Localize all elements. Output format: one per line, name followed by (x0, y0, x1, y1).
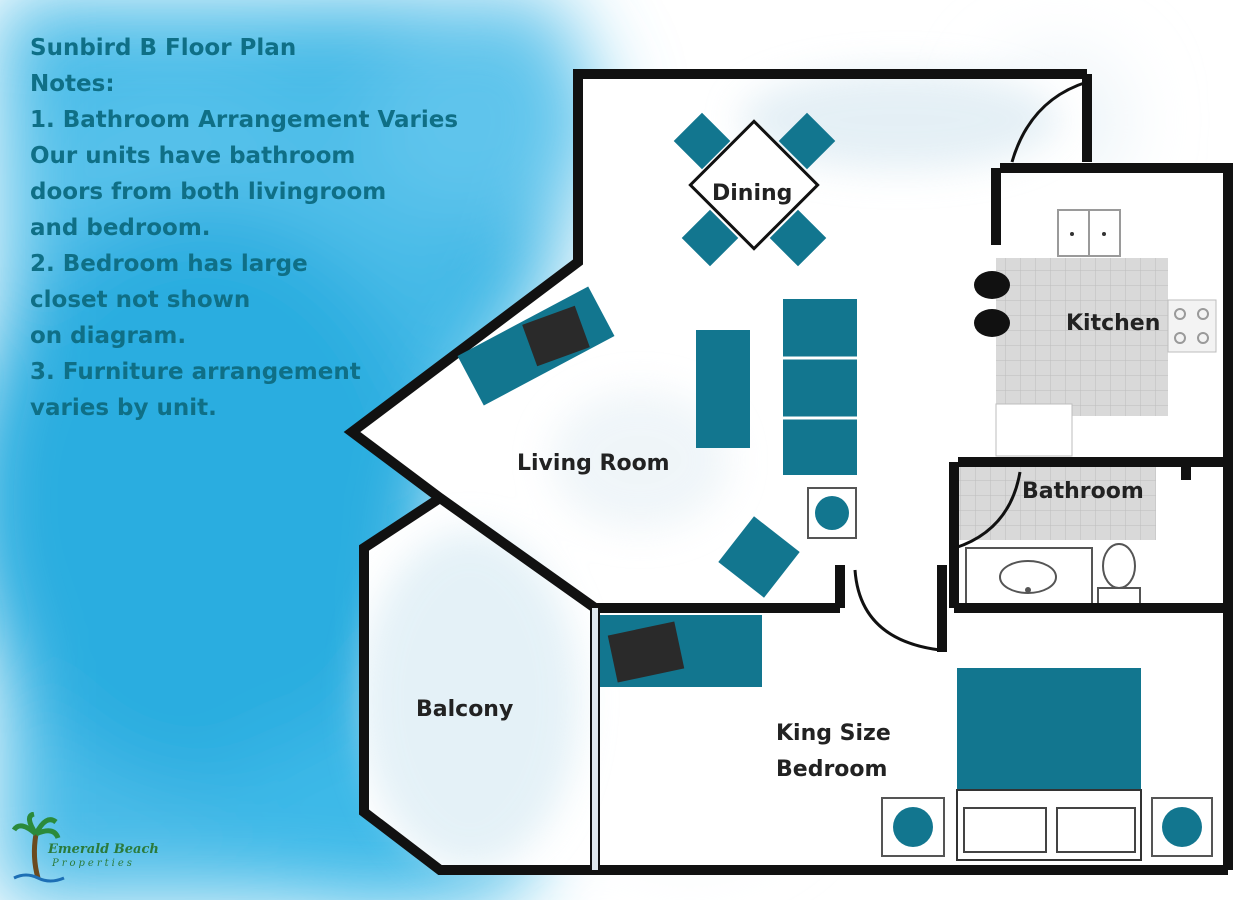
room-label-bathroom: Bathroom (1022, 479, 1144, 504)
palm-tree-icon (12, 812, 65, 883)
note-line: 2. Bedroom has large (30, 251, 308, 277)
note-line: doors from both livingroom (30, 179, 387, 205)
room-label-dining: Dining (712, 181, 792, 206)
room-label-living-room: Living Room (517, 451, 670, 476)
room-label-bedroom-line2: Bedroom (776, 757, 887, 782)
stove-burners-icon (1174, 308, 1209, 344)
note-line: 3. Furniture arrangement (30, 359, 361, 385)
logo-line-1: Emerald Beach (48, 842, 159, 857)
bathroom-sink-icon (965, 547, 1093, 605)
living-room-furniture (457, 286, 859, 598)
refrigerator-icon (1057, 209, 1121, 257)
note-line: varies by unit. (30, 395, 217, 421)
room-label-bedroom-line1: King Size (776, 721, 891, 746)
floor-shading (360, 70, 1060, 870)
note-line: Our units have bathroom (30, 143, 356, 169)
plan-title: Sunbird B Floor Plan (30, 35, 297, 61)
note-line: 1. Bathroom Arrangement Varies (30, 107, 459, 133)
kitchen-counter (1167, 299, 1217, 353)
note-line: on diagram. (30, 323, 187, 349)
floor-plan-notes: Sunbird B Floor Plan Notes: 1. Bathroom … (30, 30, 490, 426)
kitchen-floor (996, 258, 1168, 416)
bar-stools (974, 271, 1010, 337)
kitchen-cabinet (995, 403, 1073, 457)
door-swings (853, 80, 1088, 652)
logo-line-2: Properties (52, 858, 135, 869)
emerald-beach-logo: Emerald Beach Properties (12, 812, 159, 884)
notes-heading: Notes: (30, 71, 115, 97)
note-line: and bedroom. (30, 215, 211, 241)
toilet-icon (1097, 543, 1141, 605)
room-label-balcony: Balcony (416, 697, 513, 722)
room-label-kitchen: Kitchen (1066, 311, 1160, 336)
note-line: closet not shown (30, 287, 251, 313)
bedroom-furniture (600, 615, 1213, 861)
